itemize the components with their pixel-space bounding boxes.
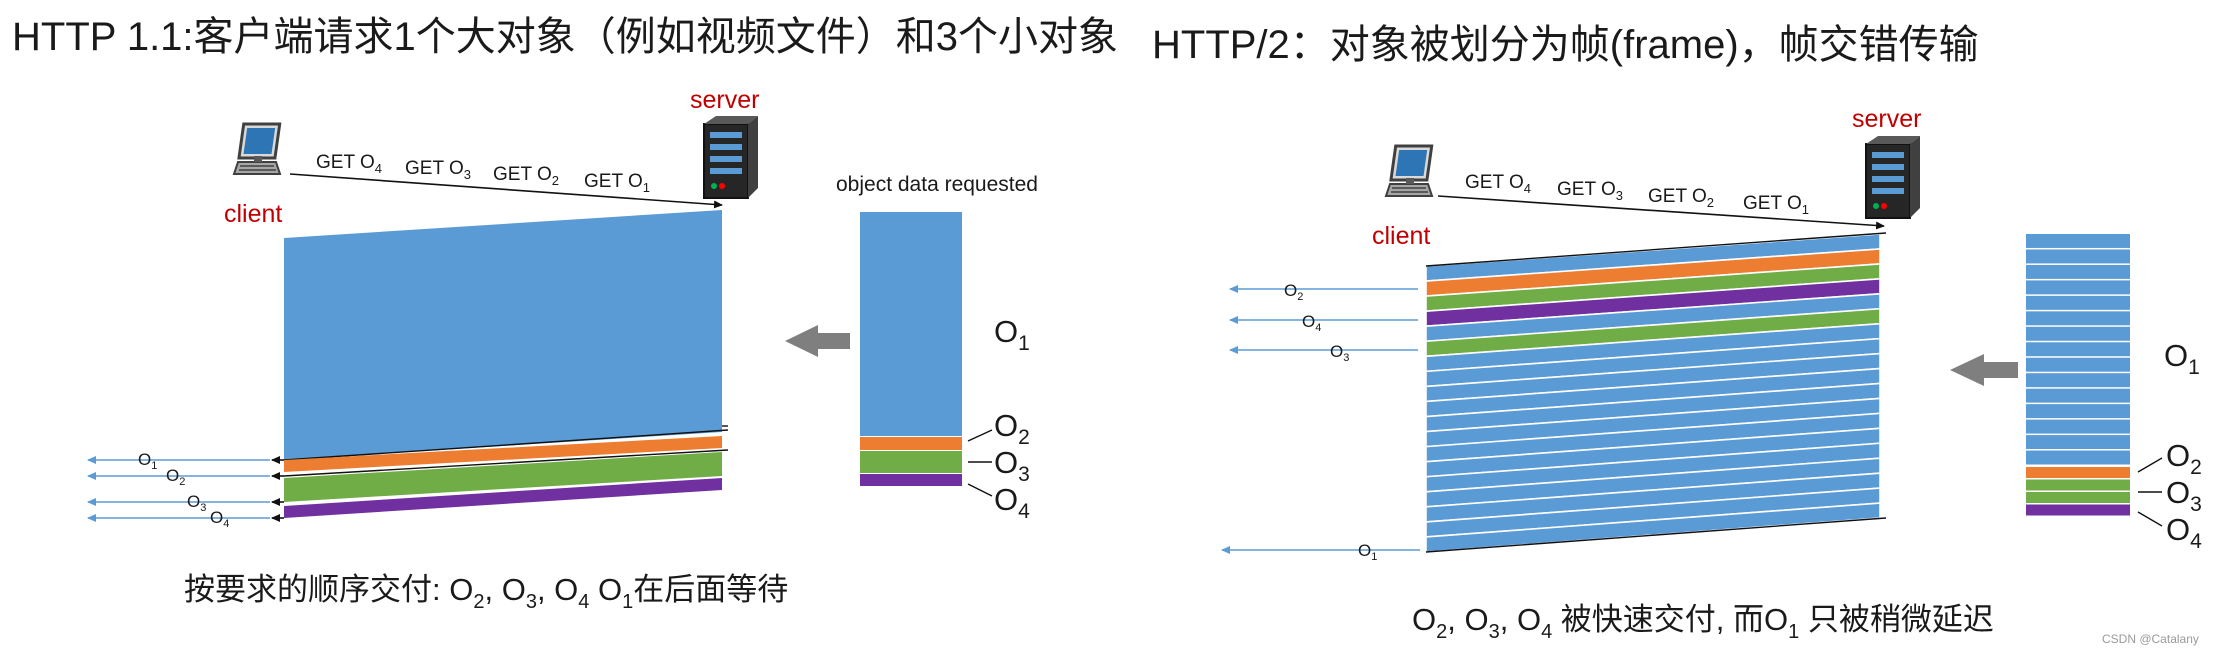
right-object-label-o1: O1	[2164, 338, 2200, 379]
svg-text:O2: O2	[1284, 281, 1303, 303]
right-stack-frame-o1	[2026, 388, 2130, 403]
right-object-stack	[2026, 234, 2130, 516]
left-band-o2	[284, 436, 722, 472]
right-server-label: server	[1852, 105, 1921, 133]
svg-text:O1: O1	[1358, 541, 1377, 563]
right-stack-frame-o2	[2026, 467, 2130, 478]
right-request-get-o4: GET O4	[1465, 172, 1531, 196]
right-stack-frame-o1	[2026, 264, 2130, 279]
left-request-arrow	[289, 173, 723, 209]
left-request-get-o2: GET O2	[493, 164, 559, 188]
right-flow-arrow-icon	[1950, 354, 2018, 386]
left-band-o4	[284, 478, 722, 518]
left-flow-arrow-icon	[785, 325, 850, 357]
left-stack-o2	[860, 437, 962, 450]
right-stack-frame-o1	[2026, 280, 2130, 295]
watermark: CSDN @Catalany	[2102, 632, 2199, 646]
right-request-get-o2: GET O2	[1648, 186, 1714, 210]
left-caption: 按要求的顺序交付: O2, O3, O4 O1在后面等待	[184, 572, 788, 613]
left-server-icon	[703, 115, 759, 199]
svg-text:O4: O4	[1302, 312, 1321, 334]
left-server-label: server	[690, 86, 759, 114]
right-request-get-o3: GET O3	[1557, 179, 1623, 203]
right-request-arrow	[1437, 195, 1885, 230]
left-band-divider	[283, 429, 729, 461]
right-stack-frame-o1	[2026, 295, 2130, 310]
left-band-divider	[283, 449, 729, 477]
right-caption: O2, O3, O4 被快速交付, 而O1 只被稍微延迟	[1412, 602, 1994, 643]
right-arrival-o3: O3	[1229, 342, 1418, 364]
left-object-label-o3: O3	[994, 445, 1030, 486]
right-stack-frame-o1	[2026, 311, 2130, 326]
left-request-panel-label: object data requested	[836, 173, 1038, 196]
right-stack-frame-o1	[2026, 450, 2130, 465]
svg-text:O3: O3	[1330, 342, 1349, 364]
left-stack-o3	[860, 451, 962, 473]
right-stack-frame-o1	[2026, 342, 2130, 357]
left-arrival-o2: O2	[87, 466, 284, 488]
svg-text:O3: O3	[187, 492, 206, 514]
right-stack-frame-o1	[2026, 326, 2130, 341]
left-band-o3	[284, 452, 722, 502]
right-stack-frame-o1	[2026, 404, 2130, 419]
right-frame-bands	[1425, 232, 1887, 553]
svg-text:O4: O4	[210, 508, 229, 530]
right-band-top-edge	[1425, 232, 1887, 267]
left-object-label-o1: O1	[994, 314, 1030, 355]
left-band-o1	[284, 210, 722, 460]
right-object-label-o3: O3	[2166, 475, 2202, 516]
left-request-get-o4: GET O4	[316, 152, 382, 176]
right-stack-frame-o1	[2026, 234, 2130, 248]
right-stack-frame-o3	[2026, 492, 2130, 503]
right-stack-frame-o1	[2026, 419, 2130, 434]
right-request-get-o1: GET O1	[1743, 193, 1809, 217]
right-band-bottom-edge	[1425, 517, 1887, 553]
right-stack-frame-o1	[2026, 249, 2130, 264]
left-arrival-o3: O3	[87, 492, 284, 514]
left-client-computer-icon	[232, 122, 282, 176]
left-client-label: client	[224, 200, 282, 228]
left-stack-o1	[860, 212, 962, 436]
right-arrival-o1: O1	[1221, 541, 1420, 563]
right-object-label-o2: O2	[2166, 438, 2202, 479]
right-client-computer-icon	[1384, 144, 1434, 198]
left-request-get-o3: GET O3	[405, 158, 471, 182]
right-stack-frame-o4	[2026, 504, 2130, 516]
right-client-label: client	[1372, 222, 1430, 250]
right-title: HTTP/2：对象被划分为帧(frame)，帧交错传输	[1152, 23, 1979, 67]
right-server-icon	[1865, 135, 1921, 219]
left-request-get-o1: GET O1	[584, 171, 650, 195]
left-object-label-o4: O4	[994, 482, 1030, 523]
right-object-label-o4: O4	[2166, 512, 2202, 553]
right-stack-frame-o3	[2026, 479, 2130, 491]
left-object-label-o2: O2	[994, 408, 1030, 449]
left-stack-o4	[860, 474, 962, 486]
svg-text:O1: O1	[138, 450, 157, 472]
left-title: HTTP 1.1:客户端请求1个大对象（例如视频文件）和3个小对象	[12, 15, 1118, 59]
right-stack-frame-o1	[2026, 373, 2130, 388]
left-arrival-o1: O1	[87, 450, 284, 472]
svg-text:O2: O2	[166, 466, 185, 488]
left-object-stack	[860, 212, 962, 486]
right-stack-frame-o1	[2026, 357, 2130, 372]
left-arrival-o4: O4	[87, 508, 284, 530]
right-arrival-o2: O2	[1229, 281, 1418, 303]
right-arrival-o4: O4	[1229, 312, 1418, 334]
right-stack-frame-o1	[2026, 435, 2130, 450]
